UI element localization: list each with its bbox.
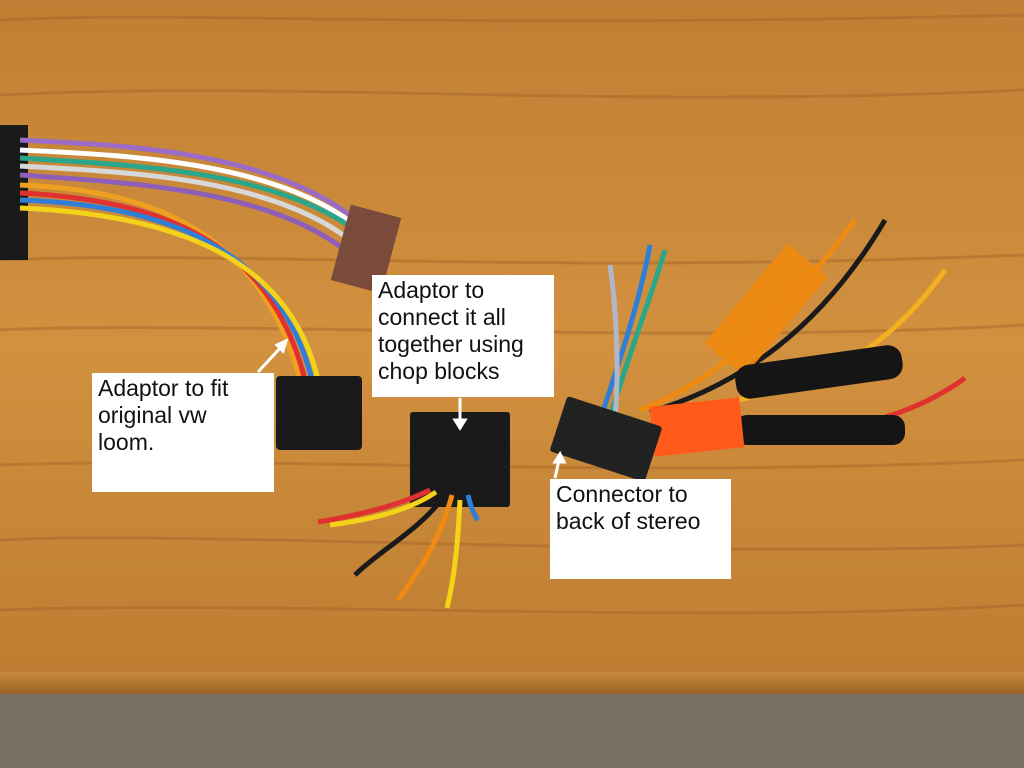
chop-block-adaptor <box>410 412 510 507</box>
chop-block-wires <box>317 487 481 609</box>
label-line: Adaptor to fit <box>98 375 229 401</box>
annotation-arrows <box>256 338 567 479</box>
wire-bundle-top <box>19 137 360 252</box>
label-line: Adaptor to <box>378 277 485 303</box>
label-stereo-connector: Connector to back of stereo <box>550 479 731 579</box>
label-line: chop blocks <box>378 358 500 384</box>
fuse-holder-bottom <box>735 415 905 445</box>
vw-adaptor-block <box>276 376 362 450</box>
label-chop-block-adaptor: Adaptor to connect it all together using… <box>372 275 554 397</box>
label-line: Connector to <box>556 481 688 507</box>
brown-plug <box>330 204 402 294</box>
table-edge <box>0 672 1024 694</box>
label-line: back of stereo <box>556 508 701 534</box>
label-line: original vw <box>98 402 207 428</box>
orange-fuse-sleeve <box>704 243 828 377</box>
label-line: loom. <box>98 429 155 455</box>
label-line: connect it all <box>378 304 506 330</box>
fuse-holder-top <box>735 345 903 399</box>
label-vw-adaptor: Adaptor to fit original vw loom. <box>92 373 274 492</box>
carpet-floor <box>0 690 1024 768</box>
label-line: together using <box>378 331 524 357</box>
orange-warning-tag <box>649 397 745 457</box>
wire-bundle-vw <box>19 182 321 381</box>
stereo-connector <box>550 396 662 482</box>
